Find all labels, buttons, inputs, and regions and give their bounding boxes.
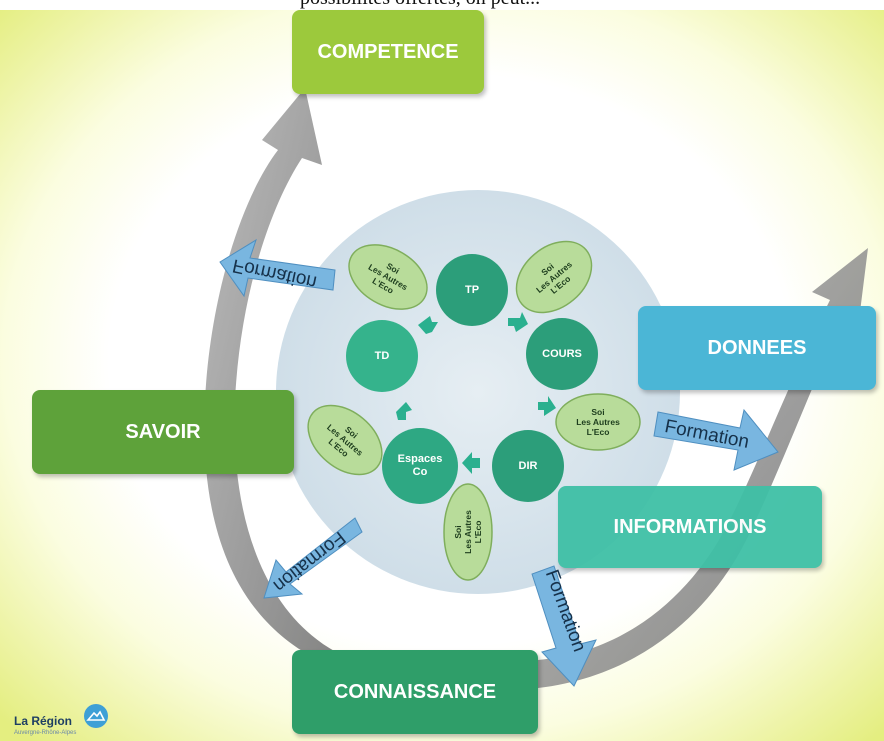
box-informations-label: INFORMATIONS <box>613 515 767 538</box>
leaf-line-les-autres: Les Autres <box>576 417 620 427</box>
box-connaissance: CONNAISSANCE <box>292 650 538 734</box>
box-savoir: SAVOIR <box>32 390 294 474</box>
node-espaces-co: Espaces Co <box>382 428 458 504</box>
region-logo: La Région Auvergne-Rhône-Alpes <box>10 704 120 741</box>
box-donnees-label: DONNEES <box>707 336 807 359</box>
formation-arrow-right <box>653 408 779 471</box>
logo-name: La Région <box>14 714 73 728</box>
formation-arrow-bottomleft <box>263 517 363 599</box>
leaf-ellipse <box>443 483 493 581</box>
leaf-ellipse <box>555 393 641 451</box>
mountain-icon <box>84 704 108 728</box>
cycle-arrow-bottom <box>538 248 868 688</box>
top-caption: possibilités offertes, on peut... <box>300 0 540 10</box>
node-td-label: TD <box>374 349 390 362</box>
box-donnees: DONNEES <box>638 306 876 390</box>
node-dir-label: DIR <box>518 459 538 472</box>
node-cours: COURS <box>526 318 598 390</box>
top-caption-strip: possibilités offertes, on peut... <box>0 0 884 10</box>
connector-arrow <box>508 312 528 332</box>
connector-arrow <box>462 452 480 474</box>
leaf-ellipse <box>307 404 383 476</box>
leaf-line-eco: L'Eco <box>586 427 610 437</box>
leaf-line-soi: Soi <box>453 525 463 539</box>
connector-arrow <box>538 396 556 416</box>
leaf-line-les-autres: Les Autres <box>463 510 473 554</box>
box-informations: INFORMATIONS <box>558 486 822 568</box>
cycle-arrow-body <box>204 88 336 660</box>
leaf-ellipse <box>515 240 593 314</box>
box-connaissance-label: CONNAISSANCE <box>333 680 497 703</box>
formation-arrow-topleft <box>219 238 336 298</box>
node-espaces-co-label: Espaces Co <box>397 453 443 478</box>
logo-subtitle: Auvergne-Rhône-Alpes <box>14 730 77 736</box>
connector-arrow <box>396 402 412 420</box>
node-tp-label: TP <box>464 283 480 296</box>
formation-arrow-bottomright <box>531 565 597 687</box>
node-td: TD <box>346 320 418 392</box>
node-cours-label: COURS <box>542 347 582 360</box>
box-competence-label: COMPETENCE <box>317 40 459 63</box>
leaf-line-eco: L'Eco <box>473 520 483 544</box>
leaf-line-soi: Soi <box>591 407 605 417</box>
node-dir: DIR <box>492 430 564 502</box>
box-competence: COMPETENCE <box>292 10 484 94</box>
connector-arrow <box>418 316 438 334</box>
node-tp: TP <box>436 254 508 326</box>
leaf-ellipse <box>348 244 428 310</box>
box-savoir-label: SAVOIR <box>125 420 201 443</box>
